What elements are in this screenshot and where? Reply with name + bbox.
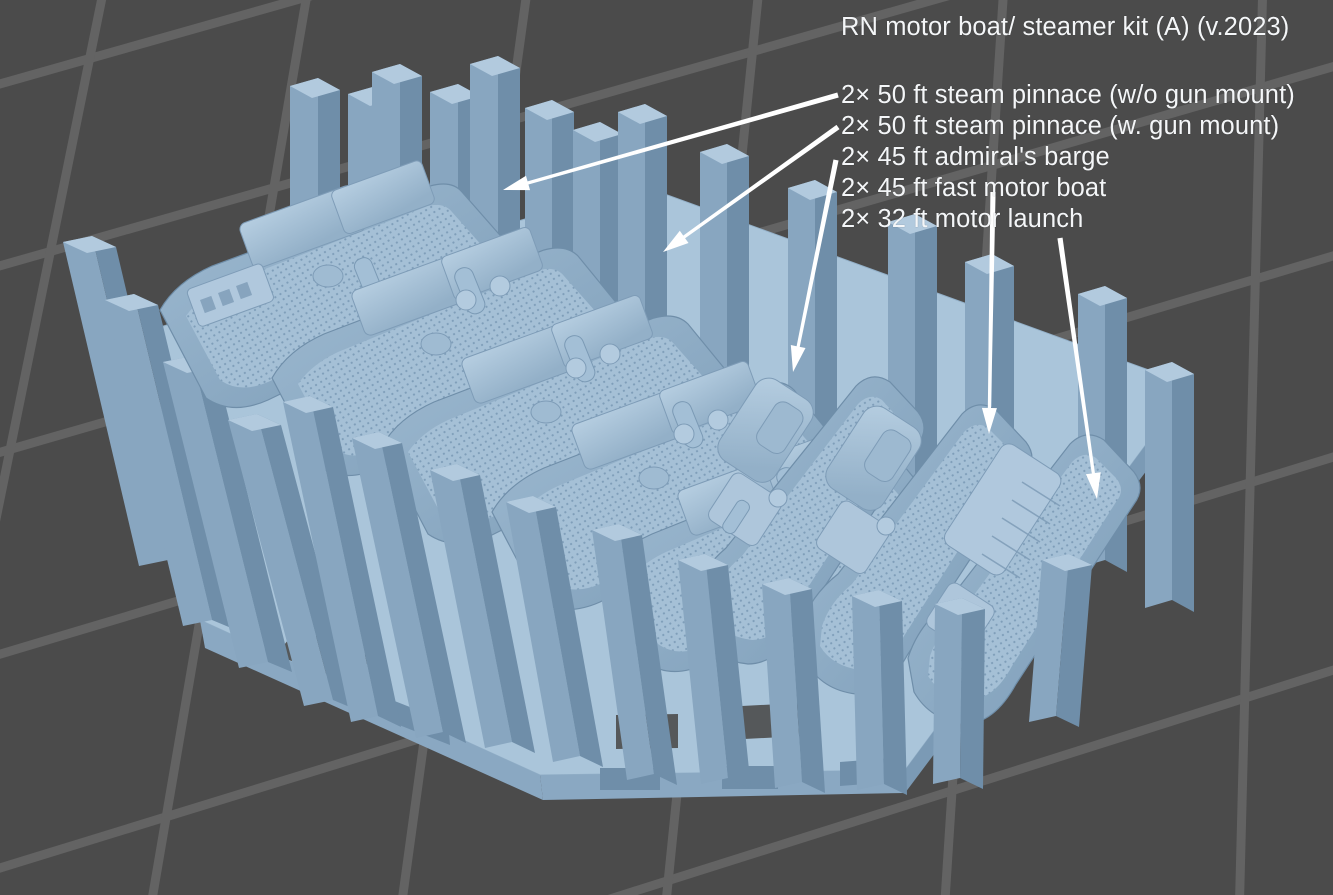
callout-label-1: 2× 50 ft steam pinnace (w. gun mount) <box>841 112 1280 140</box>
boat-steam-pinnace-2[interactable] <box>271 226 636 477</box>
support-posts-front <box>283 396 1092 795</box>
support-posts-left <box>63 236 357 710</box>
callout-label-2: 2× 45 ft admiral's barge <box>841 143 1110 171</box>
callout-label-4: 2× 32 ft motor launch <box>841 205 1084 233</box>
callout-label-3: 2× 45 ft fast motor boat <box>841 174 1107 202</box>
callout-label-0: 2× 50 ft steam pinnace (w/o gun mount) <box>841 81 1295 109</box>
kit-title: RN motor boat/ steamer kit (A) (v.2023) <box>841 13 1290 41</box>
boat-steam-pinnace-1[interactable] <box>159 159 524 409</box>
callout-list: 2× 50 ft steam pinnace (w/o gun mount) 2… <box>841 80 1295 235</box>
